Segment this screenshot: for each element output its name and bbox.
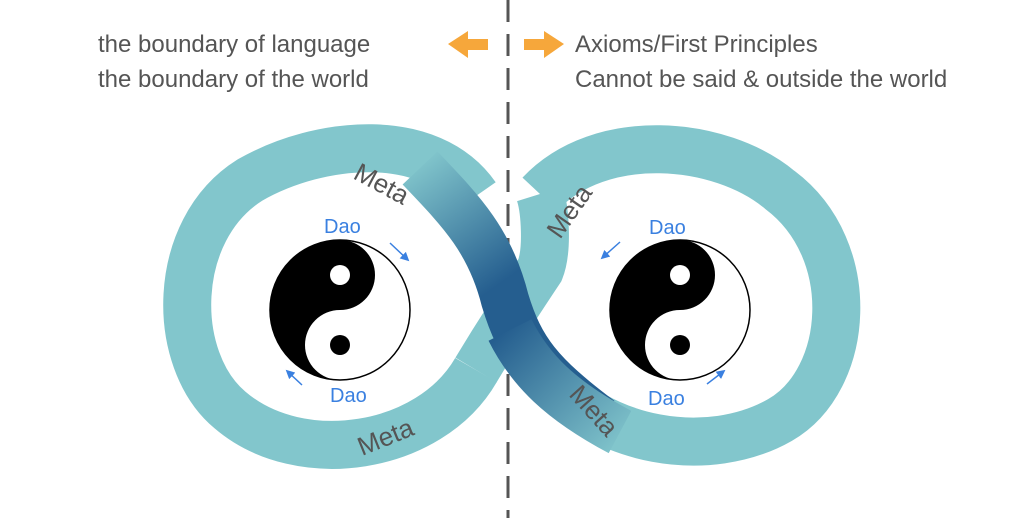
left-yin-yang-icon bbox=[269, 239, 411, 381]
left-caption-line1: the boundary of language bbox=[98, 31, 370, 58]
right-caption-line2: Cannot be said & outside the world bbox=[575, 66, 947, 93]
dao-label-left-top: Dao bbox=[324, 216, 361, 238]
dao-arrow-left-top bbox=[389, 242, 410, 262]
infinity-right-loop bbox=[521, 125, 861, 466]
infinity-cross-bottom-right-shade bbox=[488, 318, 632, 454]
right-caption-line1: Axioms/First Principles bbox=[575, 31, 818, 58]
right-yin-yang-icon bbox=[609, 239, 751, 381]
dao-arrow-right-bottom bbox=[706, 369, 726, 385]
right-arrow-icon bbox=[524, 31, 564, 58]
infinity-left-loop bbox=[163, 124, 497, 469]
dao-label-right-top: Dao bbox=[649, 217, 686, 239]
left-arrow-icon bbox=[448, 31, 488, 58]
dao-arrow-left-bottom bbox=[285, 369, 303, 386]
dao-label-left-bottom: Dao bbox=[330, 385, 367, 407]
dao-label-right-bottom: Dao bbox=[648, 388, 685, 410]
dao-arrow-right-top bbox=[600, 241, 621, 260]
left-caption-line2: the boundary of the world bbox=[98, 66, 369, 93]
